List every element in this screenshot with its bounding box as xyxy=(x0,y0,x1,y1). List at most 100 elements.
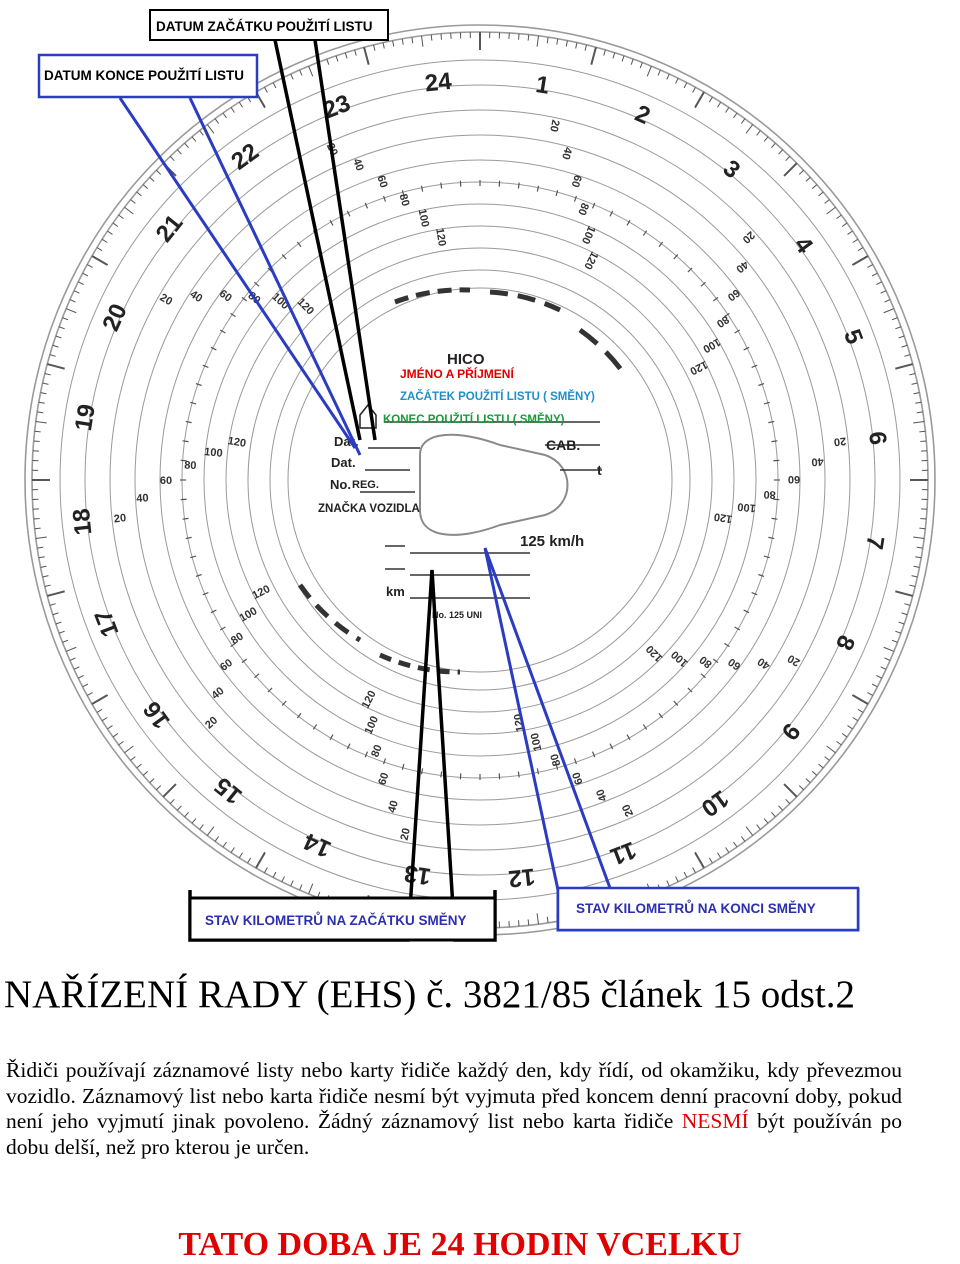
tick-mark xyxy=(207,125,214,134)
tick-mark xyxy=(717,853,720,858)
tick-mark xyxy=(97,248,102,251)
tick-mark xyxy=(884,309,894,313)
tick-mark xyxy=(868,693,873,696)
tick-mark xyxy=(872,684,877,687)
hour-label: 9 xyxy=(776,718,805,745)
tick-mark xyxy=(604,50,606,56)
speed-mark-label: 120 xyxy=(295,296,316,317)
hour-label: 3 xyxy=(718,155,745,184)
tick-mark xyxy=(566,41,567,47)
inner-tick-mark xyxy=(196,384,202,386)
t-label: t xyxy=(597,462,602,478)
tick-mark xyxy=(185,812,189,817)
tick-mark xyxy=(557,39,558,45)
cab-label: CAB. xyxy=(546,437,580,453)
regulation-title: NAŘÍZENÍ RADY (EHS) č. 3821/85 článek 15… xyxy=(4,972,855,1017)
speed-mark-label: 80 xyxy=(763,488,776,501)
tick-mark xyxy=(78,675,83,678)
tick-mark xyxy=(904,604,910,606)
inner-tick-mark xyxy=(384,196,386,202)
tick-mark xyxy=(192,819,196,824)
tick-mark xyxy=(779,806,783,810)
tick-mark xyxy=(709,858,712,863)
hour-label: 24 xyxy=(424,68,454,98)
speed-mark-label: 80 xyxy=(397,193,412,208)
tick-mark xyxy=(83,684,88,687)
tick-mark xyxy=(858,709,863,712)
inner-tick-mark xyxy=(190,556,196,558)
tick-mark xyxy=(537,36,538,47)
start-field-label: ZAČÁTEK POUŽITÍ LISTU ( SMĚNY) xyxy=(400,390,595,403)
tick-mark xyxy=(441,34,442,40)
inner-tick-mark xyxy=(764,556,770,558)
tick-mark xyxy=(872,273,877,276)
tick-mark xyxy=(746,125,753,134)
tick-mark xyxy=(914,393,920,394)
tick-mark xyxy=(919,431,925,432)
speed-mark-label: 120 xyxy=(250,583,272,602)
tick-mark xyxy=(156,170,160,174)
tick-mark xyxy=(876,282,881,285)
tick-mark xyxy=(726,108,729,113)
tick-mark xyxy=(35,431,41,432)
tick-mark xyxy=(97,709,102,712)
end-field-label: KONEC POUŽITÍ LISTU ( SMĚNY) xyxy=(383,413,565,426)
dat2-label: Dat. xyxy=(331,455,356,470)
tick-mark xyxy=(265,87,268,92)
tick-mark xyxy=(895,364,912,369)
tick-mark xyxy=(200,825,204,830)
tick-mark xyxy=(192,137,196,142)
tick-mark xyxy=(185,143,189,148)
speed-mark-label: 60 xyxy=(160,475,172,487)
tick-mark xyxy=(622,56,624,62)
tick-mark xyxy=(920,519,926,520)
tick-mark xyxy=(799,170,803,174)
speed-mark-label: 100 xyxy=(416,208,432,228)
tick-mark xyxy=(693,87,696,92)
tick-mark xyxy=(422,36,423,47)
hour-label: 10 xyxy=(696,784,733,822)
tick-mark xyxy=(47,364,64,369)
tick-mark xyxy=(613,53,615,59)
tick-mark xyxy=(658,70,660,75)
hour-label: 14 xyxy=(299,827,335,863)
inner-tick-mark xyxy=(183,441,189,442)
tick-mark xyxy=(647,66,651,76)
speed-mark-label: 60 xyxy=(217,288,234,305)
speed-mark-label: 60 xyxy=(568,173,583,188)
tick-mark xyxy=(858,248,863,251)
tick-mark xyxy=(53,613,59,615)
speed-mark-label: 100 xyxy=(737,500,757,514)
inner-tick-mark xyxy=(518,183,519,189)
tick-mark xyxy=(853,717,858,720)
speed-mark-label: 60 xyxy=(218,657,235,674)
tick-mark xyxy=(53,345,59,347)
tick-mark xyxy=(62,318,68,320)
tick-mark xyxy=(177,806,181,810)
speed-mark-label: 60 xyxy=(725,286,742,303)
speed-mark-label: 20 xyxy=(620,802,636,818)
tick-mark xyxy=(784,784,797,797)
hour-label: 20 xyxy=(97,300,133,335)
inner-tick-mark xyxy=(421,186,422,192)
tick-mark xyxy=(273,83,276,88)
tick-mark xyxy=(726,848,729,853)
tick-mark xyxy=(848,726,853,729)
tick-mark xyxy=(868,265,873,268)
tick-mark xyxy=(902,613,908,615)
tick-mark xyxy=(35,528,41,529)
inner-tick-mark xyxy=(186,537,192,538)
tick-mark xyxy=(223,113,226,118)
tick-mark xyxy=(45,374,51,375)
tick-mark xyxy=(819,764,824,768)
speed-mark-label: 20 xyxy=(547,118,561,132)
tick-mark xyxy=(695,852,704,868)
tick-mark xyxy=(684,83,687,88)
tick-mark xyxy=(78,282,83,285)
tick-mark xyxy=(170,799,174,803)
tick-mark xyxy=(37,412,43,413)
tick-mark xyxy=(300,885,302,890)
speed-mark-label: 120 xyxy=(433,227,448,247)
tick-mark xyxy=(852,695,868,704)
tick-mark xyxy=(519,920,520,926)
